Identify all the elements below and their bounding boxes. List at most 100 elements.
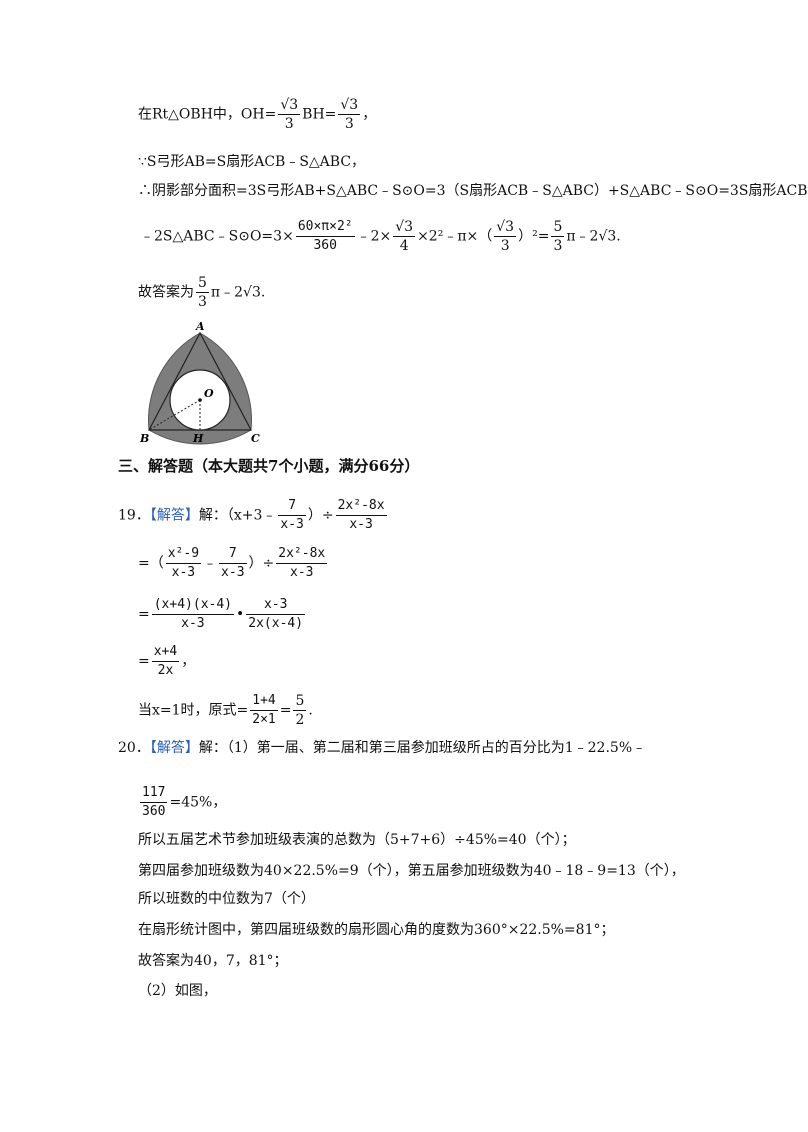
fraction-numerator: 5 (293, 693, 307, 711)
text-segment: π﹣2√3. (210, 284, 266, 301)
text-line: ∵S弓形AB=S扇形ACB﹣S△ABC， (138, 154, 366, 170)
text-segment: ﹣2× (356, 228, 392, 245)
fraction-numerator: (x+4)(x-4) (151, 596, 235, 615)
text-segment: ﹣ (203, 555, 218, 572)
fraction-denominator: 3 (500, 238, 510, 254)
text-segment: 故答案为 (138, 284, 194, 301)
label-a: A (195, 320, 205, 333)
fraction-numerator: 117 (140, 784, 168, 803)
fraction: (x+4)(x-4)x-3 (151, 596, 235, 633)
fraction-denominator: 2×1 (252, 712, 276, 727)
fraction-denominator: x-3 (280, 517, 304, 532)
text-segment: =45%， (169, 794, 227, 811)
answer-tag: 【解答】 (149, 740, 199, 756)
label-c: C (251, 432, 260, 445)
fraction-numerator: √3 (278, 97, 301, 115)
text-segment: 在Rt△OBH中，OH= (138, 106, 277, 123)
text-segment: = (138, 606, 150, 623)
text-segment: ）²= (518, 228, 550, 245)
text-line: ∴阴影部分面积=3S弓形AB+S△ABC﹣S⊙O=3（S扇形ACB﹣S△ABC）… (138, 183, 808, 199)
fraction-denominator: 3 (284, 116, 294, 132)
text-segment: 当x=1时，原式= (138, 702, 249, 719)
fraction-numerator: x-3 (246, 596, 306, 615)
text-segment: ﹣2S△ABC﹣S⊙O=3× (140, 228, 294, 245)
fraction-numerator: √3 (393, 219, 416, 237)
fraction-denominator: x-3 (349, 517, 373, 532)
fraction-denominator: 3 (344, 116, 354, 132)
fraction-numerator: 60×π×2² (295, 218, 355, 237)
fraction-denominator: 2 (295, 712, 305, 728)
section-heading: 三、解答题（本大题共7个小题，满分66分） (118, 457, 420, 475)
fraction-numerator: x²-9 (165, 545, 202, 564)
fraction-numerator: 2x²-8x (276, 545, 328, 564)
text-segment: =（ (138, 555, 164, 572)
text-segment: 解：（x+3﹣ (198, 507, 277, 524)
reuleaux-triangle-figure: A O B H C (139, 320, 260, 445)
fraction-denominator: 360 (142, 804, 166, 819)
label-o: O (204, 387, 214, 400)
text-line: 20．【解答】解：（1）第一届、第二届和第三届参加班级所占的百分比为1﹣22.5… (118, 738, 646, 758)
fraction-numerator: √3 (494, 219, 517, 237)
fraction-denominator: 2x(x-4) (248, 616, 304, 631)
fraction-numerator: 7 (278, 497, 306, 516)
fraction-denominator: x-3 (171, 565, 196, 580)
fraction-denominator: 3 (198, 294, 207, 310)
text-segment: ， (181, 653, 196, 670)
text-line: （2）如图， (138, 983, 217, 999)
fraction-numerator: 7 (219, 545, 247, 564)
label-h: H (192, 432, 204, 445)
text-segment: π﹣2√3. (566, 228, 621, 245)
text-segment: = (138, 653, 150, 670)
text-line: 第四届参加班级数为40×22.5%=9（个），第五届参加班级数为40﹣18﹣9=… (138, 863, 685, 879)
text-line: 所以五届艺术节参加班级表演的总数为（5+7+6）÷45%=40（个）； (138, 832, 576, 848)
fraction-denominator: 360 (313, 238, 337, 253)
label-b: B (139, 432, 149, 445)
fraction-denominator: 2x (157, 663, 174, 678)
text-segment: BH= (302, 106, 337, 123)
text-segment: ×2²﹣π×（ (417, 228, 493, 245)
fraction-numerator: 5 (551, 219, 565, 237)
text-segment: ）÷ (307, 507, 334, 524)
fraction-denominator: x-3 (221, 565, 245, 580)
text-segment: 解：（1）第一届、第二届和第三届参加班级所占的百分比为1﹣22.5%﹣ (198, 740, 647, 756)
text-line: 所以班数的中位数为7（个） (138, 891, 315, 907)
fraction-numerator: 5 (196, 275, 209, 293)
text-segment: ）÷ (248, 555, 275, 572)
text-segment: • (236, 606, 245, 623)
text-segment: = (279, 702, 292, 719)
text-line: 在扇形统计图中，第四届班级数的扇形圆心角的度数为360°×22.5%=81°； (138, 922, 615, 938)
fraction-denominator: 4 (399, 238, 409, 254)
question-number: 19． (118, 507, 150, 524)
fraction-numerator: 2x²-8x (335, 497, 387, 516)
fraction-denominator: x-3 (181, 616, 205, 631)
fraction-denominator: x-3 (290, 565, 314, 580)
fraction-numerator: √3 (338, 97, 361, 115)
answer-tag: 【解答】 (149, 507, 199, 524)
fraction-numerator: 1+4 (250, 692, 278, 711)
